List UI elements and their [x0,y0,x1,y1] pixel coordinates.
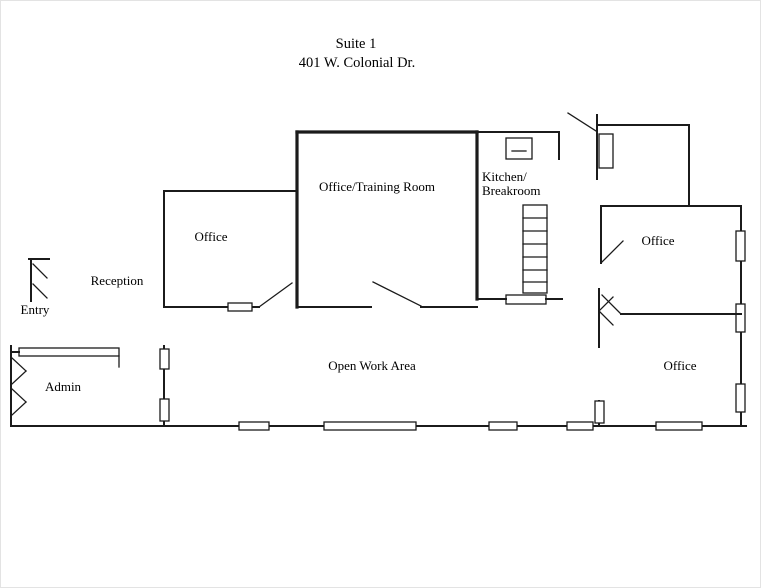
room-label-office-bottom-right: Office [664,358,697,373]
bottom-window-2 [323,421,417,431]
hall-door-swing [567,112,597,132]
walls [10,112,747,431]
bottom-stub-window [594,400,605,424]
labels: Suite 1 401 W. Colonial Dr. Office/Train… [21,36,697,394]
bottom-window-5 [655,421,703,431]
training-room-door-swing [372,281,422,307]
right-window-2 [735,303,746,333]
room-label-kitchen-line2: Breakroom [482,183,540,198]
admin-door-fold-2 [11,370,27,385]
suite-title: Suite 1 [336,36,377,52]
room-label-admin: Admin [45,379,82,394]
bottom-window-3 [488,421,518,431]
admin-window-2 [159,398,170,422]
admin-door-fold-3 [11,388,27,403]
room-label-open-work-area: Open Work Area [328,358,416,373]
mid-door-mark-upper [598,296,614,312]
office-br-door-swing [601,294,622,315]
admin-counter [18,347,120,357]
left-office-window [227,302,253,312]
admin-door-fold-1 [11,357,27,372]
office-tr-door-swing [600,240,624,264]
room-label-reception: Reception [91,273,144,288]
room-label-kitchen-line1: Kitchen/ [482,169,527,184]
admin-door-fold-4 [11,401,27,416]
room-label-entry: Entry [21,302,50,317]
kitchen-sink-fixture [505,137,533,160]
room-label-training: Office/Training Room [319,179,435,194]
bottom-window-1 [238,421,270,431]
open-door-leaf [598,133,614,169]
suite-address: 401 W. Colonial Dr. [299,55,415,71]
room-label-office-top-right: Office [642,233,675,248]
left-office-door-swing [258,282,293,308]
kitchen-shelving [522,204,548,294]
entry-door-swing-1 [32,263,48,279]
bottom-window-4 [566,421,594,431]
kitchen-counter [505,294,547,305]
room-label-office-left: Office [195,229,228,244]
entry-door-swing-2 [32,283,48,299]
right-window-1 [735,230,746,262]
right-window-3 [735,383,746,413]
admin-window-1 [159,348,170,370]
mid-door-mark-lower [598,310,614,326]
